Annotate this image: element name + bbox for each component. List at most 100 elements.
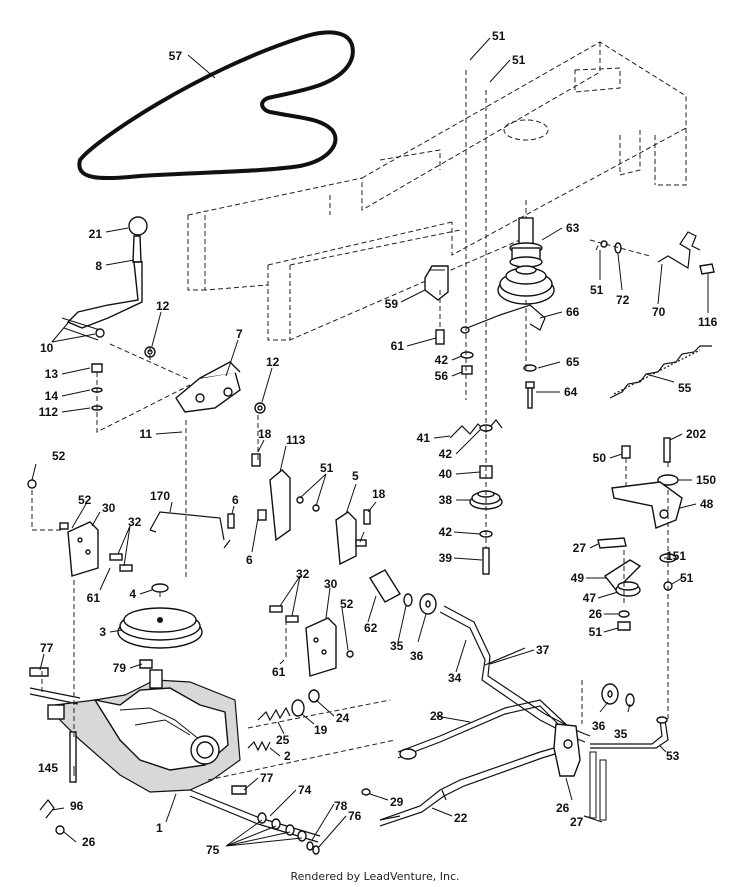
callout-label: 39 — [439, 551, 453, 565]
callout-label: 32 — [296, 567, 310, 581]
wire-guide-66 — [460, 304, 546, 334]
callout-label: 57 — [169, 49, 183, 63]
callout-label: 28 — [430, 709, 444, 723]
bolt-stack-61 — [435, 329, 474, 375]
callout-label: 113 — [286, 433, 306, 447]
callout-label: 79 — [113, 661, 127, 675]
callout-label: 77 — [40, 641, 54, 655]
washer-12b — [254, 402, 266, 414]
callout-label: 32 — [128, 515, 142, 529]
callout-label: 52 — [78, 493, 92, 507]
callout-label: 4 — [129, 587, 136, 601]
callout-label: 66 — [566, 305, 580, 319]
bracket-70 — [657, 231, 715, 275]
callout-label: 25 — [276, 733, 290, 747]
centerlines — [31, 70, 669, 782]
callout-label: 12 — [266, 355, 280, 369]
callout-label: 35 — [390, 639, 404, 653]
callout-label: 27 — [570, 815, 584, 829]
callout-label: 27 — [573, 541, 587, 555]
callout-label: 18 — [372, 487, 386, 501]
callout-label: 64 — [564, 385, 578, 399]
callout-label: 62 — [364, 621, 378, 635]
callout-label: 1 — [156, 821, 163, 835]
callout-label: 36 — [592, 719, 606, 733]
brake-arm-26 — [553, 723, 607, 821]
callout-label: 51 — [512, 53, 526, 67]
callout-label: 52 — [340, 597, 354, 611]
callout-label: 51 — [320, 461, 334, 475]
callout-label: 51 — [589, 625, 603, 639]
callout-label: 41 — [417, 431, 431, 445]
callout-label: 51 — [680, 571, 694, 585]
callout-label: 202 — [686, 427, 706, 441]
spring-2 — [247, 740, 271, 752]
callout-label: 50 — [593, 451, 607, 465]
callout-label: 30 — [324, 577, 338, 591]
washers-75 — [257, 812, 320, 855]
callout-label: 34 — [448, 671, 462, 685]
pulley-assembly-63 — [497, 217, 555, 305]
callout-label: 3 — [99, 625, 106, 639]
callout-label: 30 — [102, 501, 116, 515]
callout-label: 61 — [272, 665, 286, 679]
callout-label: 26 — [556, 801, 570, 815]
callout-label: 5 — [352, 469, 359, 483]
callout-label: 77 — [260, 771, 274, 785]
callout-label: 70 — [652, 305, 666, 319]
pin-29 — [361, 788, 371, 796]
callout-label: 112 — [39, 405, 59, 419]
callout-label: 61 — [391, 339, 405, 353]
washers-36-35 — [601, 683, 635, 707]
nut-72 — [600, 240, 622, 254]
brake-rod-34 — [439, 605, 591, 743]
callout-label: 116 — [698, 315, 718, 329]
frame-outline — [187, 41, 687, 341]
callout-label: 37 — [536, 643, 550, 657]
transaxle-1 — [29, 669, 321, 843]
callout-label: 52 — [52, 449, 66, 463]
callout-label: 56 — [435, 369, 449, 383]
bracket-30-right — [269, 605, 354, 677]
callout-label: 42 — [439, 525, 453, 539]
callout-label: 21 — [89, 227, 103, 241]
transaxle-pulley-3 — [117, 583, 203, 649]
callout-label: 61 — [87, 591, 101, 605]
callout-label: 59 — [385, 297, 399, 311]
callout-label: 40 — [439, 467, 453, 481]
callout-label: 145 — [38, 761, 58, 775]
bracket-5 — [296, 496, 371, 566]
callout-label: 6 — [246, 553, 253, 567]
callout-label: 65 — [566, 355, 580, 369]
callout-label: 10 — [40, 341, 54, 355]
callout-label: 151 — [666, 549, 686, 563]
rod-53 — [590, 716, 669, 749]
callout-label: 26 — [589, 607, 603, 621]
callout-label: 36 — [410, 649, 424, 663]
callout-label: 7 — [236, 327, 243, 341]
callout-label: 13 — [45, 367, 59, 381]
callout-label: 35 — [614, 727, 628, 741]
callout-label: 72 — [616, 293, 630, 307]
callout-label: 63 — [566, 221, 580, 235]
leader-lines — [31, 37, 709, 849]
callout-label: 2 — [284, 749, 291, 763]
bolt-13 — [91, 363, 191, 433]
drive-belt — [77, 30, 355, 181]
washer-bolt-64 — [523, 364, 537, 409]
callout-labels: 57 51 51 21 8 63 12 10 7 59 66 51 72 70 … — [38, 29, 718, 857]
bracket-30-left — [27, 479, 133, 577]
key-79 — [139, 659, 153, 669]
callout-label: 78 — [334, 799, 348, 813]
callout-label: 51 — [590, 283, 604, 297]
callout-label: 6 — [232, 493, 239, 507]
rod-28 — [397, 699, 571, 760]
bracket-113 — [251, 453, 291, 542]
belt-guide-59 — [424, 265, 449, 301]
footer-credit: Rendered by LeadVenture, Inc. — [290, 870, 459, 883]
callout-label: 55 — [678, 381, 692, 395]
callout-label: 11 — [139, 427, 152, 441]
callout-label: 18 — [258, 427, 272, 441]
rod-22 — [379, 743, 569, 827]
